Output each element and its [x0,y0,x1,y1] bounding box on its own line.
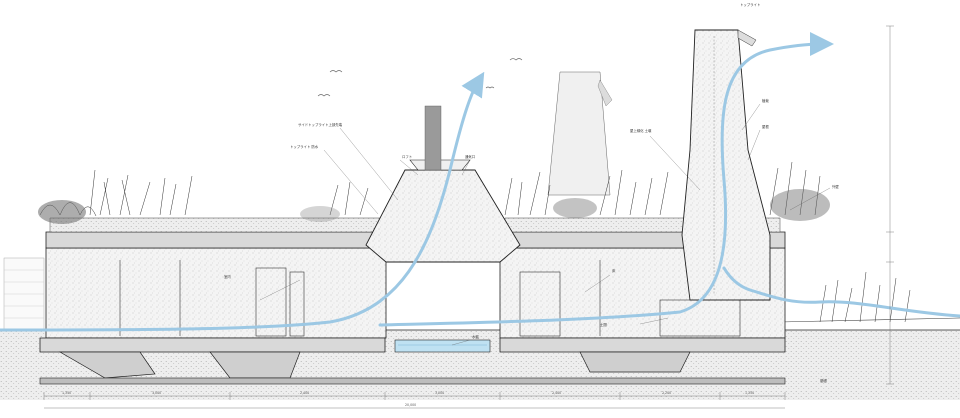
building-interior-left [45,247,387,339]
annotation-a12: 水盤 [472,334,479,339]
annotation-a6: トップライト [740,2,760,7]
foundation-base [39,377,786,385]
shrub-left [38,200,86,224]
dimension-d3: 2,400 [300,391,309,395]
floor-slab [39,337,786,353]
annotation-a1: サイドトップライト上部先端 [298,122,343,127]
dimension-total: 20,000 [405,403,416,407]
horizontal-dimension-bottom [43,392,786,409]
annotation-a5: 屋上緑化 土壌 [630,128,652,133]
airflow-secondary [378,32,834,327]
airflow-main [0,71,485,332]
annotation-a11: 床 [612,268,616,273]
central-skylight-funnel [365,169,521,263]
dimension-d6: 2,200 [662,391,671,395]
foundation-right [579,351,691,373]
garden-planting-right [819,271,911,323]
vertical-dimension-right [886,25,894,385]
shrub-right [770,189,830,221]
annotation-a4: 通気口 [465,154,475,159]
left-wall-hatch [4,269,44,319]
dimension-d5: 2,400 [552,391,561,395]
interior-frames [119,260,741,337]
water-basin [394,339,491,353]
annotation-a2: トップライト 防水 [290,144,319,149]
foundation-left [58,351,156,379]
birds [317,58,523,97]
annotation-a13: 土間 [600,322,607,327]
dimension-d1: 1,350 [62,391,71,395]
dimension-d2: 3,000 [152,391,161,395]
dimension-d4: 3,000 [435,391,444,395]
annotation-a9: 外壁 [832,184,839,189]
dimension-d7: 1,350 [745,391,754,395]
background-tower [547,71,611,196]
annotation-a8: 屋根 [762,124,769,129]
wind-tower [681,29,771,301]
annotation-a14: 基礎 [820,378,827,383]
background-tower-light [597,79,613,107]
roof-planting-right [504,161,821,216]
grade-line-right [779,317,960,323]
shrub-mid [553,198,597,218]
shrub-left-2 [300,206,340,222]
annotation-a10: 室内 [224,274,231,279]
annotation-a7: 植栽 [762,98,769,103]
airflow-garden [722,266,960,318]
leader-lines [259,103,831,346]
annotation-a3: ロフト [402,154,412,159]
central-dark-tower [424,105,442,171]
wind-tower-cap [737,29,757,47]
